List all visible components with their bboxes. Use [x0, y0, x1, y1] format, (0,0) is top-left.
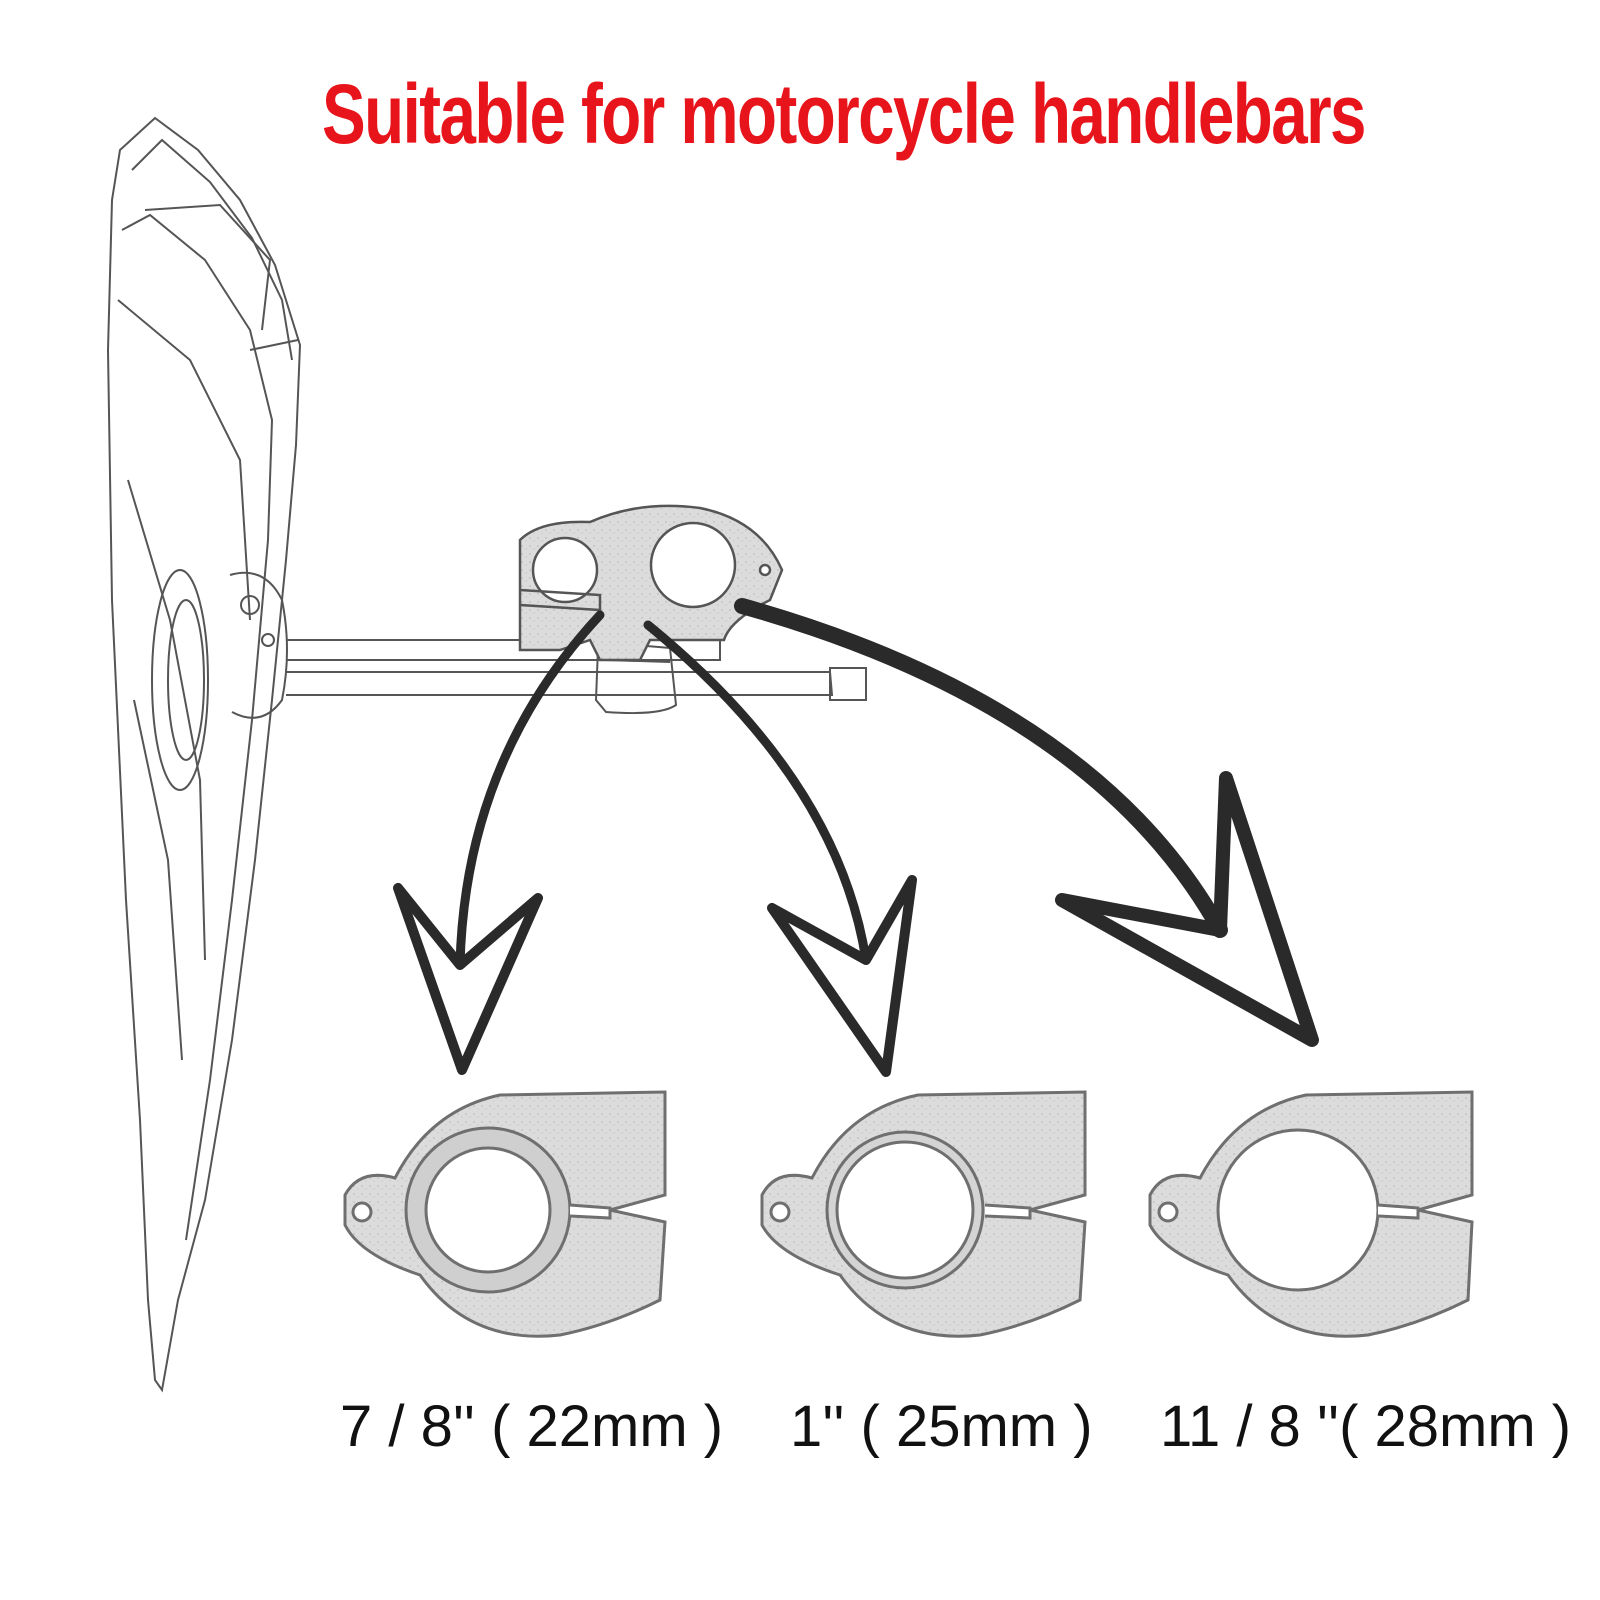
clamp-28mm	[1148, 1090, 1474, 1338]
size-label-22mm: 7 / 8'' ( 22mm )	[340, 1394, 724, 1459]
clamp-25mm	[760, 1090, 1087, 1338]
arrowhead-22mm	[393, 883, 543, 1075]
mounted-clamp	[518, 504, 784, 662]
arrow-to-22mm	[455, 610, 605, 970]
mounting-arm	[286, 639, 867, 715]
arrow-to-28mm	[734, 598, 1228, 938]
headline: Suitable for motorcycle handlebars	[322, 67, 1366, 161]
arrow-to-25mm	[643, 620, 871, 965]
size-label-25mm: 1'' ( 25mm )	[790, 1394, 1093, 1459]
arrowhead-25mm	[767, 875, 917, 1077]
mirror-sketch	[106, 116, 302, 1393]
arrows	[393, 598, 1319, 1077]
clamp-22mm	[343, 1090, 667, 1338]
arrowhead-28mm	[1055, 771, 1319, 1047]
size-label-28mm: 11 / 8 ''( 28mm )	[1160, 1394, 1572, 1459]
